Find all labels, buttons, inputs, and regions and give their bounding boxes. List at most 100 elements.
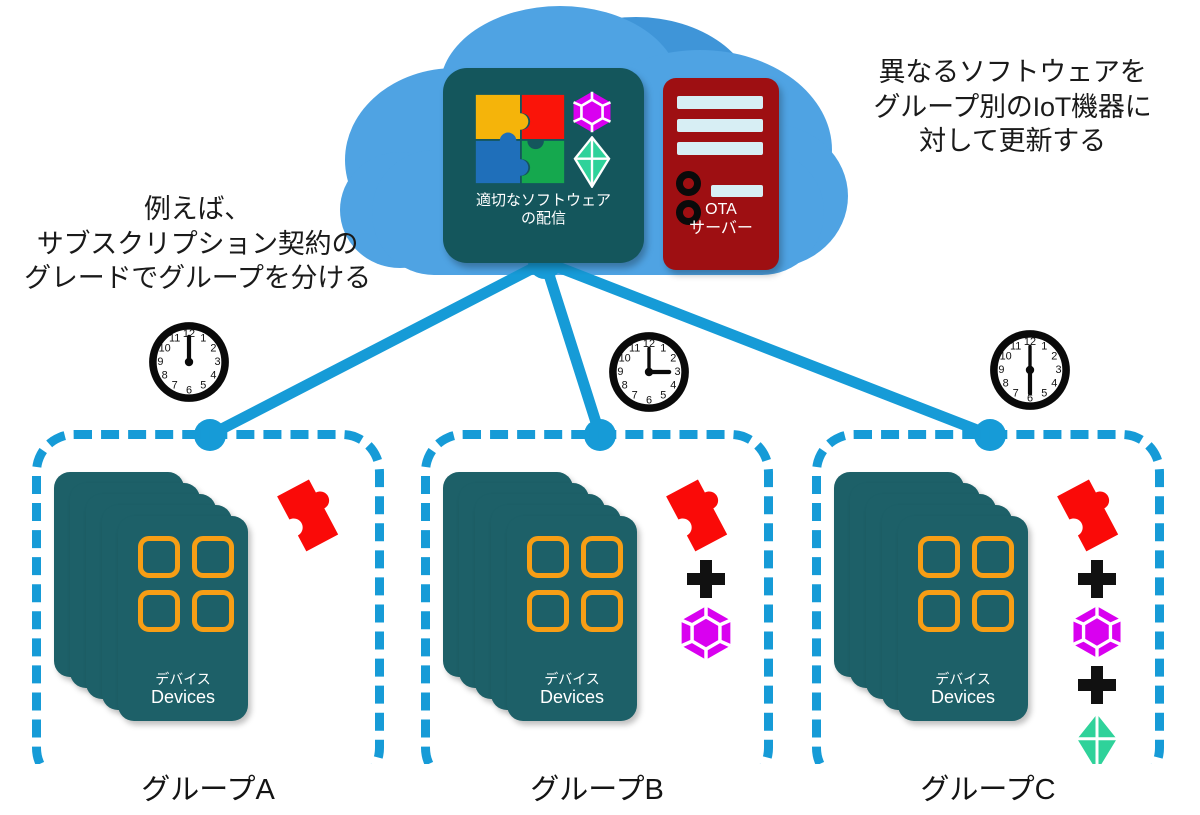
group-a-software-column (274, 466, 360, 554)
device-card-label: デバイス Devices (507, 671, 637, 709)
gem-hexagon-magenta-icon (1072, 606, 1122, 658)
gem-hexagon-magenta-icon (680, 606, 732, 660)
svg-text:2: 2 (1051, 350, 1057, 362)
svg-text:4: 4 (210, 369, 216, 381)
puzzle-piece-top-left (475, 94, 528, 139)
annotation-left: 例えば、 サブスクリプション契約の グレードでグループを分ける (24, 194, 371, 294)
device-app-tile (138, 590, 180, 632)
svg-text:6: 6 (646, 394, 652, 406)
red-puzzle-piece-icon (666, 479, 728, 552)
svg-text:5: 5 (1041, 387, 1047, 399)
svg-text:4: 4 (670, 379, 676, 391)
group-c-label: グループC (812, 764, 1164, 810)
svg-text:10: 10 (1000, 350, 1012, 362)
svg-text:6: 6 (1027, 392, 1033, 404)
device-label-en: Devices (150, 687, 216, 708)
device-card-label: デバイス Devices (118, 671, 248, 709)
device-label-jp: デバイス (935, 670, 991, 687)
group-container-a[interactable]: デバイス Devices グループA (32, 430, 384, 810)
link-hub-to-group-a (204, 256, 551, 441)
svg-text:11: 11 (1010, 340, 1021, 352)
puzzle-piece-bottom-left (475, 132, 528, 184)
device-card-label: デバイス Devices (898, 671, 1028, 709)
device-stack-a: デバイス Devices (54, 472, 254, 722)
svg-text:2: 2 (210, 342, 216, 354)
device-label-en: Devices (539, 687, 605, 708)
svg-text:6: 6 (186, 384, 192, 396)
group-container-c[interactable]: デバイス Devices (812, 430, 1164, 810)
link-hub-to-group-c (539, 256, 996, 441)
svg-text:5: 5 (200, 379, 206, 391)
group-c-software-column (1054, 466, 1140, 776)
device-label-jp: デバイス (155, 670, 211, 687)
device-app-grid (918, 536, 1014, 632)
device-app-tile (972, 536, 1014, 578)
red-puzzle-piece-icon (277, 479, 339, 552)
device-app-tile (581, 590, 623, 632)
group-a-label-text: グループA (125, 766, 291, 808)
svg-text:9: 9 (998, 364, 1004, 376)
svg-text:1: 1 (200, 332, 206, 344)
svg-text:8: 8 (1003, 377, 1009, 389)
svg-text:2: 2 (670, 352, 676, 364)
device-app-grid (138, 536, 234, 632)
device-card-front: デバイス Devices (898, 516, 1028, 721)
svg-text:4: 4 (1051, 377, 1057, 389)
device-app-tile (918, 590, 960, 632)
svg-text:7: 7 (632, 389, 638, 401)
group-container-b[interactable]: デバイス Devices (421, 430, 773, 810)
device-app-tile (581, 536, 623, 578)
group-b-label-text: グループB (514, 766, 680, 808)
svg-text:10: 10 (159, 342, 171, 354)
server-bar-3 (677, 142, 763, 155)
svg-text:5: 5 (660, 389, 666, 401)
server-bar-4 (711, 185, 763, 197)
svg-text:8: 8 (622, 379, 628, 391)
svg-text:1: 1 (1041, 340, 1047, 352)
server-bar-2 (677, 119, 763, 132)
device-card-front: デバイス Devices (118, 516, 248, 721)
svg-text:9: 9 (617, 366, 623, 378)
device-app-tile (918, 536, 960, 578)
group-a-label: グループA (32, 764, 384, 810)
device-stack-b: デバイス Devices (443, 472, 643, 722)
puzzle-piece-bottom-right (521, 140, 564, 184)
device-app-tile (192, 536, 234, 578)
puzzle-pieces-icon (475, 94, 564, 184)
group-c-label-text: グループC (904, 766, 1072, 808)
group-b-label: グループB (421, 764, 773, 810)
svg-text:8: 8 (162, 369, 168, 381)
software-distribution-card: 適切なソフトウェア の配信 (443, 68, 644, 263)
ota-server-label: OTA サーバー (689, 201, 753, 238)
link-hub-to-group-b (539, 256, 606, 441)
gem-diamond-green-icon (573, 136, 610, 188)
svg-text:7: 7 (1013, 387, 1019, 399)
device-app-tile (192, 590, 234, 632)
device-stack-c: デバイス Devices (834, 472, 1034, 722)
svg-text:11: 11 (629, 342, 640, 354)
svg-text:7: 7 (172, 379, 178, 391)
device-app-tile (527, 590, 569, 632)
software-icon-row (474, 90, 614, 188)
device-app-tile (138, 536, 180, 578)
red-puzzle-piece-icon (1057, 479, 1119, 552)
device-label-en: Devices (930, 687, 996, 708)
device-card-front: デバイス Devices (507, 516, 637, 721)
device-app-tile (527, 536, 569, 578)
annotation-right: 異なるソフトウェアを グループ別のIoT機器に 対して更新する (873, 57, 1152, 157)
server-indicator-light-1 (676, 171, 701, 196)
svg-text:11: 11 (169, 332, 180, 344)
svg-text:3: 3 (215, 356, 221, 368)
ota-server: OTA サーバー (663, 78, 779, 270)
device-app-grid (527, 536, 623, 632)
server-indicator-light-2 (676, 200, 701, 225)
svg-text:9: 9 (157, 356, 163, 368)
svg-text:10: 10 (619, 352, 631, 364)
software-card-label: 適切なソフトウェア の配信 (475, 192, 611, 228)
svg-text:3: 3 (1056, 364, 1062, 376)
device-app-tile (972, 590, 1014, 632)
